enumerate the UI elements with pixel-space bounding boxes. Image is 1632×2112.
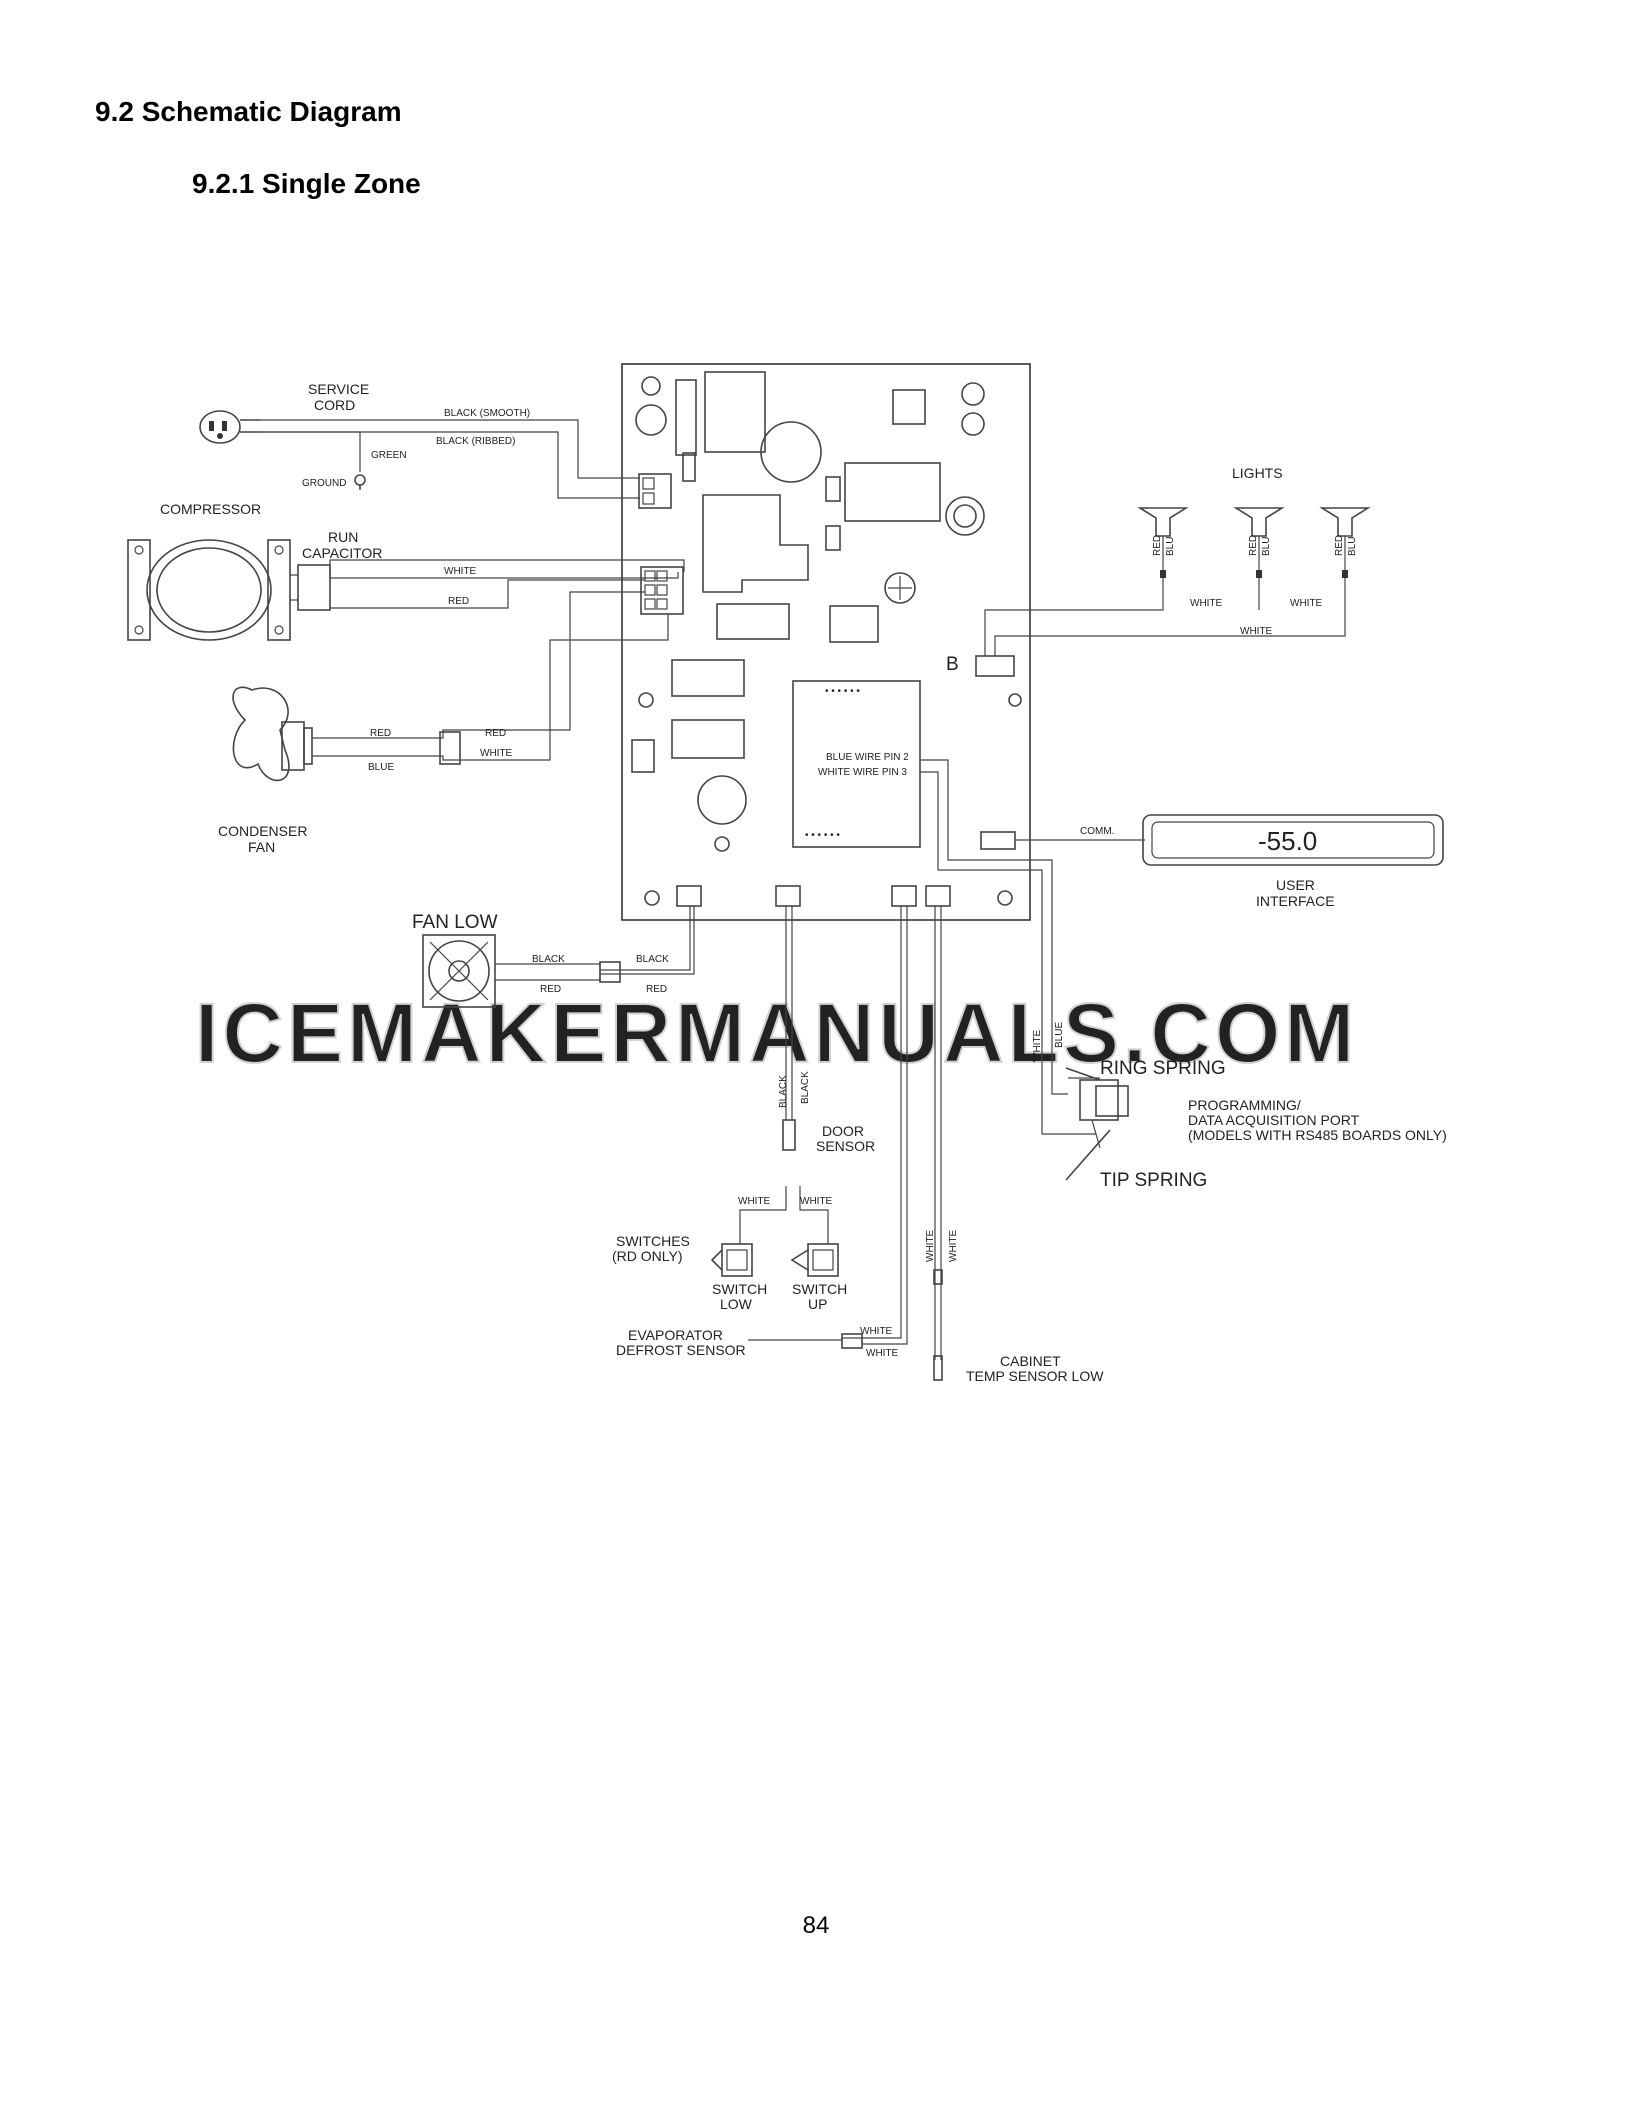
evaporator-sensor-line1: EVAPORATOR: [628, 1327, 723, 1343]
wire-white-switch2: WHITE: [800, 1196, 833, 1207]
wire-white-port: WHITE: [1032, 1029, 1043, 1062]
door-sensor-line1: DOOR: [822, 1123, 864, 1139]
switch-up-line1: SWITCH: [792, 1281, 847, 1297]
fan-low-label: FAN LOW: [412, 912, 498, 933]
wire-white-evap1: WHITE: [860, 1326, 893, 1337]
run-capacitor-line2: CAPACITOR: [302, 545, 382, 561]
light3-red: RED: [1334, 535, 1345, 556]
compressor-label: COMPRESSOR: [160, 501, 261, 517]
wire-white-compressor: WHITE: [444, 566, 477, 577]
wire-black-door2: BLACK: [800, 1071, 811, 1104]
section-title: 9.2 Schematic Diagram: [95, 96, 402, 127]
display-readout: -55.0: [1258, 826, 1317, 856]
wire-blue-port: BLUE: [1054, 1022, 1065, 1048]
lights-label: LIGHTS: [1232, 465, 1283, 481]
connector-b-label: B: [946, 654, 959, 675]
wire-green: GREEN: [371, 450, 407, 461]
wire-white-lights1: WHITE: [1190, 598, 1223, 609]
programming-port-line3: (MODELS WITH RS485 BOARDS ONLY): [1188, 1127, 1447, 1143]
light2-blu: BLU: [1261, 537, 1272, 556]
svg-text:• • • • • •: • • • • • •: [805, 830, 840, 841]
wire-white-lights2: WHITE: [1290, 598, 1323, 609]
white-wire-pin-label: WHITE WIRE PIN 3: [818, 767, 907, 778]
page-number: 84: [802, 1912, 830, 1939]
user-interface-line2: INTERFACE: [1256, 893, 1335, 909]
cabinet-sensor-line2: TEMP SENSOR LOW: [966, 1368, 1104, 1384]
switches-line2: (RD ONLY): [612, 1248, 683, 1264]
switches-line1: SWITCHES: [616, 1233, 690, 1249]
service-cord-line1: SERVICE: [308, 381, 369, 397]
light1-blu: BLU: [1165, 537, 1176, 556]
control-board: • • • • • • • • • • • • BLUE WIRE PIN 2 …: [621, 363, 1031, 921]
condenser-fan-line2: FAN: [248, 839, 275, 855]
evaporator-sensor-line2: DEFROST SENSOR: [616, 1342, 746, 1358]
wire-red-fanlow-left: RED: [540, 984, 561, 995]
programming-port-line1: PROGRAMMING/: [1188, 1097, 1301, 1113]
fan-low: FAN LOW BLACK RED BLACK RED: [412, 906, 695, 1008]
wire-black-fanlow-right: BLACK: [636, 954, 669, 965]
comm-label: COMM.: [1080, 826, 1114, 837]
user-interface-line1: USER: [1276, 877, 1315, 893]
switches-label: SWITCHES(RD ONLY): [612, 1233, 690, 1264]
lights: LIGHTS RED BLU RED BLU RED BLU WHITE WHI…: [984, 465, 1371, 656]
switch-low-line2: LOW: [720, 1296, 753, 1312]
service-cord-line2: CORD: [314, 397, 355, 413]
wire-white-cab1: WHITE: [925, 1229, 936, 1262]
wire-red-fan-left: RED: [370, 728, 391, 739]
programming-port-line2: DATA ACQUISITION PORT: [1188, 1112, 1360, 1128]
condenser-fan-line1: CONDENSER: [218, 823, 307, 839]
subsection-title: 9.2.1 Single Zone: [192, 168, 421, 199]
wire-white-fan: WHITE: [480, 748, 513, 759]
light3-blu: BLU: [1347, 537, 1358, 556]
light2-red: RED: [1248, 535, 1259, 556]
programming-port-label: PROGRAMMING/DATA ACQUISITION PORT(MODELS…: [1188, 1097, 1447, 1143]
wire-black-smooth: BLACK (SMOOTH): [444, 408, 530, 419]
wire-red-compressor: RED: [448, 596, 469, 607]
wire-white-cab2: WHITE: [948, 1229, 959, 1262]
ground-label: GROUND: [302, 478, 346, 489]
door-sensor-line2: SENSOR: [816, 1138, 875, 1154]
programming-port: WHITE BLUE RING SPRING TIP SPRING PROGRA…: [920, 759, 1447, 1191]
tip-spring-label: TIP SPRING: [1100, 1170, 1207, 1191]
wire-black-ribbed: BLACK (RIBBED): [436, 436, 515, 447]
wire-white-evap2: WHITE: [866, 1348, 899, 1359]
ring-spring-label: RING SPRING: [1100, 1058, 1226, 1079]
wire-red-fanlow-right: RED: [646, 984, 667, 995]
light1-red: RED: [1152, 535, 1163, 556]
cabinet-sensor-line1: CABINET: [1000, 1353, 1061, 1369]
watermark: ICEMAKERMANUALS.COM: [195, 986, 1358, 1080]
switch-up-line2: UP: [808, 1296, 827, 1312]
svg-text:• • • • • •: • • • • • •: [825, 686, 860, 697]
wire-black-fanlow-left: BLACK: [532, 954, 565, 965]
wire-red-fan-right: RED: [485, 728, 506, 739]
wire-black-door1: BLACK: [778, 1075, 789, 1108]
wire-blue-fan: BLUE: [368, 762, 394, 773]
run-capacitor-line1: RUN: [328, 529, 358, 545]
switch-low-line1: SWITCH: [712, 1281, 767, 1297]
wire-white-switch1: WHITE: [738, 1196, 771, 1207]
wire-white-lights3: WHITE: [1240, 626, 1273, 637]
blue-wire-pin-label: BLUE WIRE PIN 2: [826, 752, 909, 763]
